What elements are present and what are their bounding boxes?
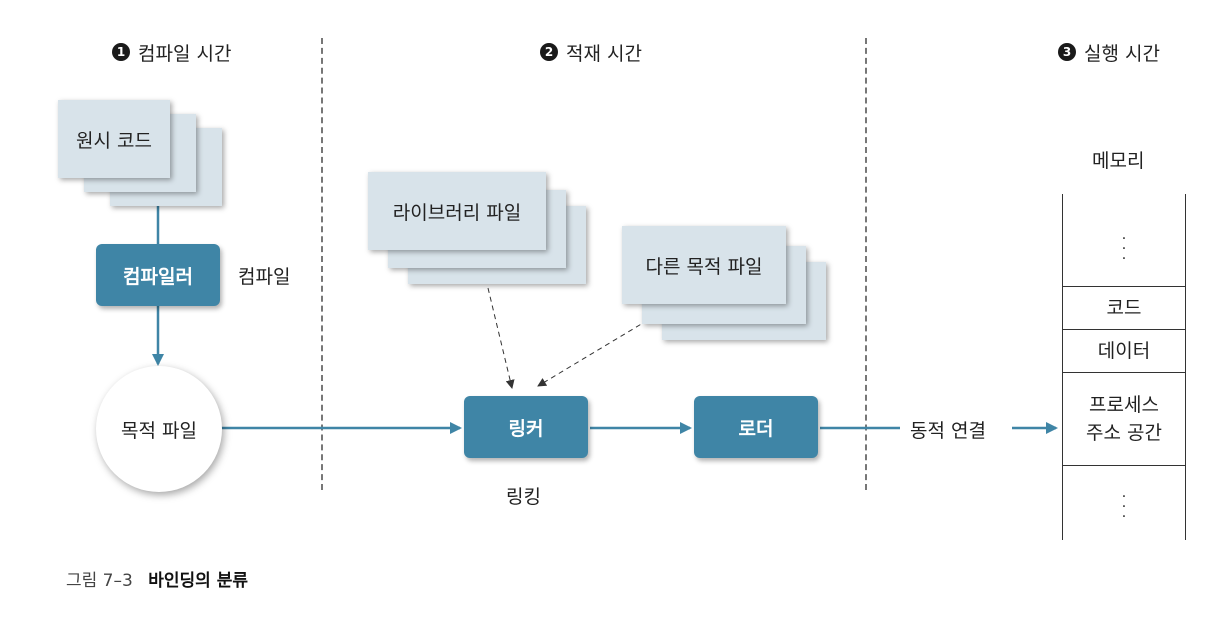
loader-label: 로더 (738, 417, 774, 440)
compiler-label: 컴파일러 (123, 265, 193, 288)
memory-cell-process-address-space: 프로세스 주소 공간 (1062, 372, 1186, 466)
phase-run-time: 3 실행 시간 (1058, 38, 1160, 66)
figure-caption: 그림 7–3 바인딩의 분류 (66, 566, 248, 591)
phase-number-badge: 2 (540, 43, 558, 61)
memory-ellipsis-bottom: ··· (1121, 489, 1127, 525)
other-object-file-label: 다른 목적 파일 (645, 255, 763, 278)
source-code-label: 원시 코드 (76, 129, 152, 152)
figure-title: 바인딩의 분류 (148, 571, 248, 591)
memory-cell-label: 데이터 (1097, 340, 1151, 362)
loader-box: 로더 (694, 396, 818, 458)
compiler-box: 컴파일러 (96, 244, 220, 306)
figure-number: 그림 7–3 (66, 571, 133, 591)
phase-divider (865, 38, 867, 490)
memory-cell-label-line2: 주소 공간 (1086, 422, 1162, 444)
library-to-linker-dashed-arrow (487, 287, 515, 389)
memory-ellipsis-top: ··· (1121, 231, 1127, 267)
linker-label: 링커 (508, 417, 544, 440)
object-file-label: 목적 파일 (121, 419, 197, 442)
phase-divider (321, 38, 323, 490)
compile-step-label: 컴파일 (238, 266, 291, 288)
memory-cell-label: 코드 (1106, 297, 1142, 319)
linker-box: 링커 (464, 396, 588, 458)
phase-label: 컴파일 시간 (138, 42, 232, 65)
phase-compile-time: 1 컴파일 시간 (112, 38, 231, 66)
memory-cell-code: 코드 (1062, 286, 1186, 330)
other-object-file-box: 다른 목적 파일 (622, 226, 786, 304)
phase-number-badge: 3 (1058, 43, 1076, 61)
library-file-label: 라이브러리 파일 (392, 201, 522, 224)
other-object-to-linker-dashed-arrow (537, 319, 649, 387)
source-code-box: 원시 코드 (58, 100, 170, 178)
linking-step-label: 링킹 (506, 486, 541, 508)
object-file-circle: 목적 파일 (96, 366, 222, 492)
phase-load-time: 2 적재 시간 (540, 38, 642, 66)
library-file-box: 라이브러리 파일 (368, 172, 546, 250)
dynamic-linking-label: 동적 연결 (910, 420, 986, 442)
memory-cell-label-line1: 프로세스 (1089, 394, 1159, 416)
phase-label: 실행 시간 (1084, 42, 1160, 65)
phase-number-badge: 1 (112, 43, 130, 61)
memory-title: 메모리 (1092, 150, 1145, 172)
phase-label: 적재 시간 (566, 42, 642, 65)
memory-cell-data: 데이터 (1062, 329, 1186, 373)
